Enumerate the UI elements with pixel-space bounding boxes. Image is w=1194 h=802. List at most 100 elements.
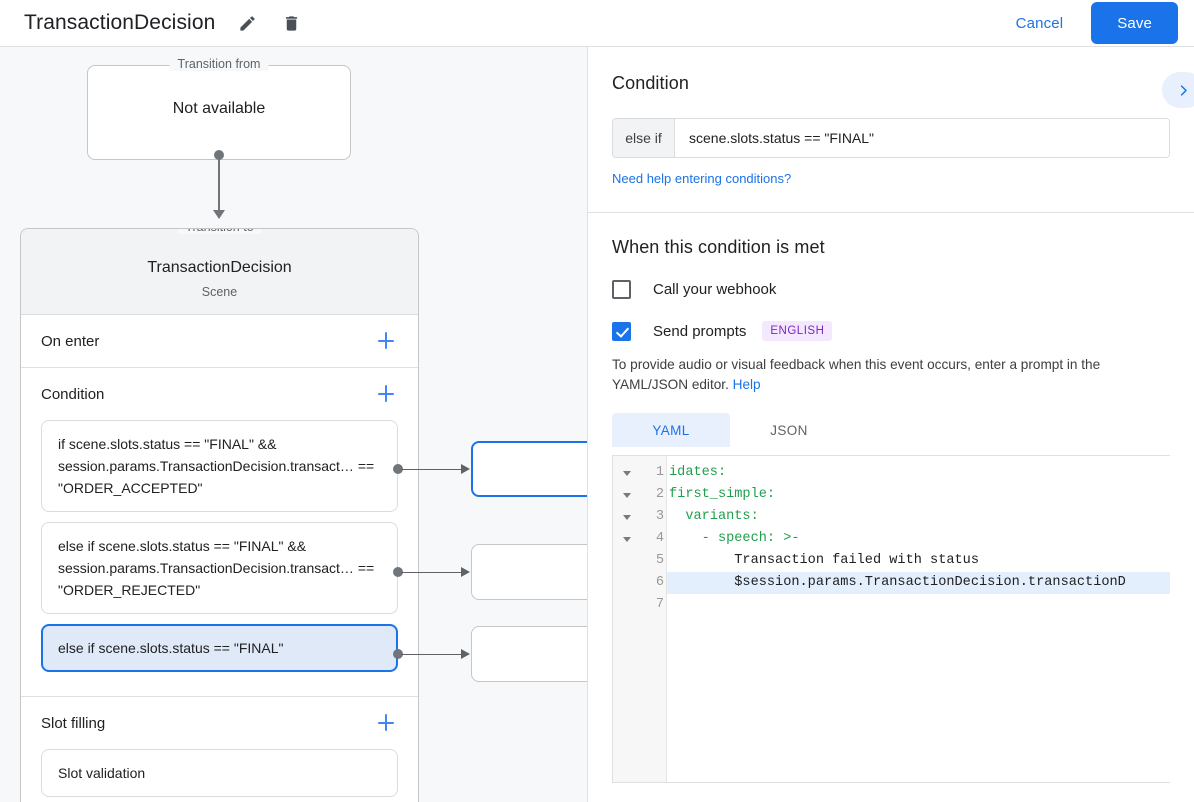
code-line[interactable]: Transaction failed with status — [667, 550, 1170, 572]
help-link[interactable]: Help — [732, 377, 761, 392]
editor-code-area[interactable]: idates: first_simple: variants: - speech:… — [667, 456, 1170, 782]
scene-type: Scene — [201, 285, 238, 299]
transition-target-card[interactable] — [471, 626, 588, 682]
line-number: 3 — [655, 509, 664, 524]
condition-input-row[interactable]: else if — [612, 118, 1170, 158]
connector-dot — [393, 649, 403, 659]
connector-arrow — [461, 567, 470, 577]
scene-graph-canvas[interactable]: Transition from Not available Transition… — [0, 47, 588, 802]
line-number: 4 — [655, 531, 664, 546]
section-title-condition: Condition — [41, 385, 105, 403]
section-title-on-enter: On enter — [41, 332, 100, 350]
fold-toggle-icon[interactable] — [613, 528, 641, 550]
scene-header: Transition to TransactionDecision Scene — [21, 229, 418, 315]
call-webhook-label: Call your webhook — [653, 281, 777, 298]
chevron-right-icon[interactable] — [1162, 72, 1194, 108]
condition-editor-section: Condition else if Need help entering con… — [588, 47, 1194, 213]
when-condition-met-section: When this condition is met Call your web… — [588, 213, 1194, 783]
trash-icon[interactable] — [279, 11, 303, 35]
code-line[interactable]: variants: — [667, 506, 1170, 528]
line-number: 1 — [655, 465, 664, 480]
transition-to-legend: Transition to — [177, 229, 262, 234]
transition-from-legend: Transition from — [169, 57, 269, 71]
section-title-slot-filling: Slot filling — [41, 714, 106, 732]
canvas-divider — [587, 47, 588, 802]
fold-toggle-icon[interactable] — [613, 484, 641, 506]
code-line[interactable] — [667, 594, 1170, 616]
connector-dot — [393, 567, 403, 577]
connector-line — [401, 571, 464, 573]
transition-target-card[interactable] — [471, 544, 588, 600]
send-prompts-row[interactable]: Send prompts ENGLISH — [612, 321, 1170, 341]
connector-line — [218, 155, 220, 213]
code-token: variants: — [669, 509, 759, 524]
connector-dot — [393, 464, 403, 474]
section-condition: Condition if scene.slots.status == "FINA… — [21, 368, 418, 697]
fold-toggle-icon[interactable] — [613, 462, 641, 484]
fold-cell-empty — [613, 550, 641, 572]
top-bar: TransactionDecision Cancel Save — [0, 0, 1194, 47]
line-number: 6 — [655, 575, 664, 590]
fold-cell-empty — [613, 572, 641, 594]
prompts-description-text: To provide audio or visual feedback when… — [612, 357, 1101, 392]
code-token: idates: — [669, 465, 727, 480]
code-line[interactable]: $session.params.TransactionDecision.tran… — [667, 572, 1170, 594]
condition-expression-input[interactable] — [675, 119, 1169, 157]
call-webhook-checkbox[interactable] — [612, 280, 631, 299]
caret-down-icon[interactable] — [623, 492, 631, 498]
connector-arrow — [213, 210, 225, 219]
send-prompts-label: Send prompts — [653, 322, 747, 340]
tab-json[interactable]: JSON — [770, 422, 808, 438]
add-condition-button[interactable] — [374, 382, 398, 406]
editor-fold-column[interactable] — [613, 456, 641, 782]
cancel-button[interactable]: Cancel — [1000, 6, 1080, 41]
caret-down-icon[interactable] — [623, 536, 631, 542]
send-prompts-checkbox[interactable] — [612, 321, 631, 341]
add-slot-filling-button[interactable] — [374, 711, 398, 735]
transition-from-value: Not available — [172, 100, 266, 117]
pencil-icon[interactable] — [235, 11, 259, 35]
code-token: Transaction failed with status — [669, 553, 979, 568]
caret-down-icon[interactable] — [623, 470, 631, 476]
section-header-condition: Condition — [41, 368, 398, 420]
code-line[interactable]: - speech: >- — [667, 528, 1170, 550]
page-title: TransactionDecision — [24, 11, 216, 34]
need-help-entering-conditions-link[interactable]: Need help entering conditions? — [612, 171, 792, 186]
code-line[interactable]: idates: — [667, 462, 1170, 484]
when-condition-met-heading: When this condition is met — [612, 237, 825, 257]
section-on-enter: On enter — [21, 315, 418, 368]
section-header-on-enter: On enter — [41, 315, 398, 367]
transition-to-card: Transition to TransactionDecision Scene … — [20, 228, 419, 802]
fold-toggle-icon[interactable] — [613, 506, 641, 528]
section-header-slot-filling: Slot filling — [41, 697, 398, 749]
connector-arrow — [461, 464, 470, 474]
code-token: $session.params.TransactionDecision.tran… — [669, 575, 1126, 590]
save-button[interactable]: Save — [1091, 2, 1178, 44]
condition-list-item[interactable]: if scene.slots.status == "FINAL" && sess… — [41, 420, 398, 512]
caret-down-icon[interactable] — [623, 514, 631, 520]
language-badge: ENGLISH — [762, 321, 833, 341]
call-webhook-row[interactable]: Call your webhook — [612, 280, 1170, 299]
prompts-description: To provide audio or visual feedback when… — [612, 355, 1170, 395]
line-number: 7 — [655, 597, 664, 612]
editor-format-tabs: YAML JSON — [612, 413, 1170, 447]
section-slot-filling: Slot filling Slot validation — [21, 697, 418, 802]
code-token: - speech: >- — [669, 531, 800, 546]
connector-line — [401, 468, 464, 470]
detail-panel: Condition else if Need help entering con… — [588, 47, 1194, 802]
transition-from-box: Transition from Not available — [87, 57, 351, 160]
code-token: first_simple: — [669, 487, 776, 502]
condition-list-item[interactable]: else if scene.slots.status == "FINAL" &&… — [41, 522, 398, 614]
code-line[interactable]: first_simple: — [667, 484, 1170, 506]
slot-validation-item[interactable]: Slot validation — [41, 749, 398, 797]
connector-arrow — [461, 649, 470, 659]
add-on-enter-button[interactable] — [374, 329, 398, 353]
scene-name: TransactionDecision — [147, 259, 292, 276]
transition-target-card-active[interactable] — [471, 441, 588, 497]
connector-line — [401, 653, 464, 655]
tab-yaml[interactable]: YAML — [612, 413, 730, 447]
condition-list-item-selected[interactable]: else if scene.slots.status == "FINAL" — [41, 624, 398, 672]
